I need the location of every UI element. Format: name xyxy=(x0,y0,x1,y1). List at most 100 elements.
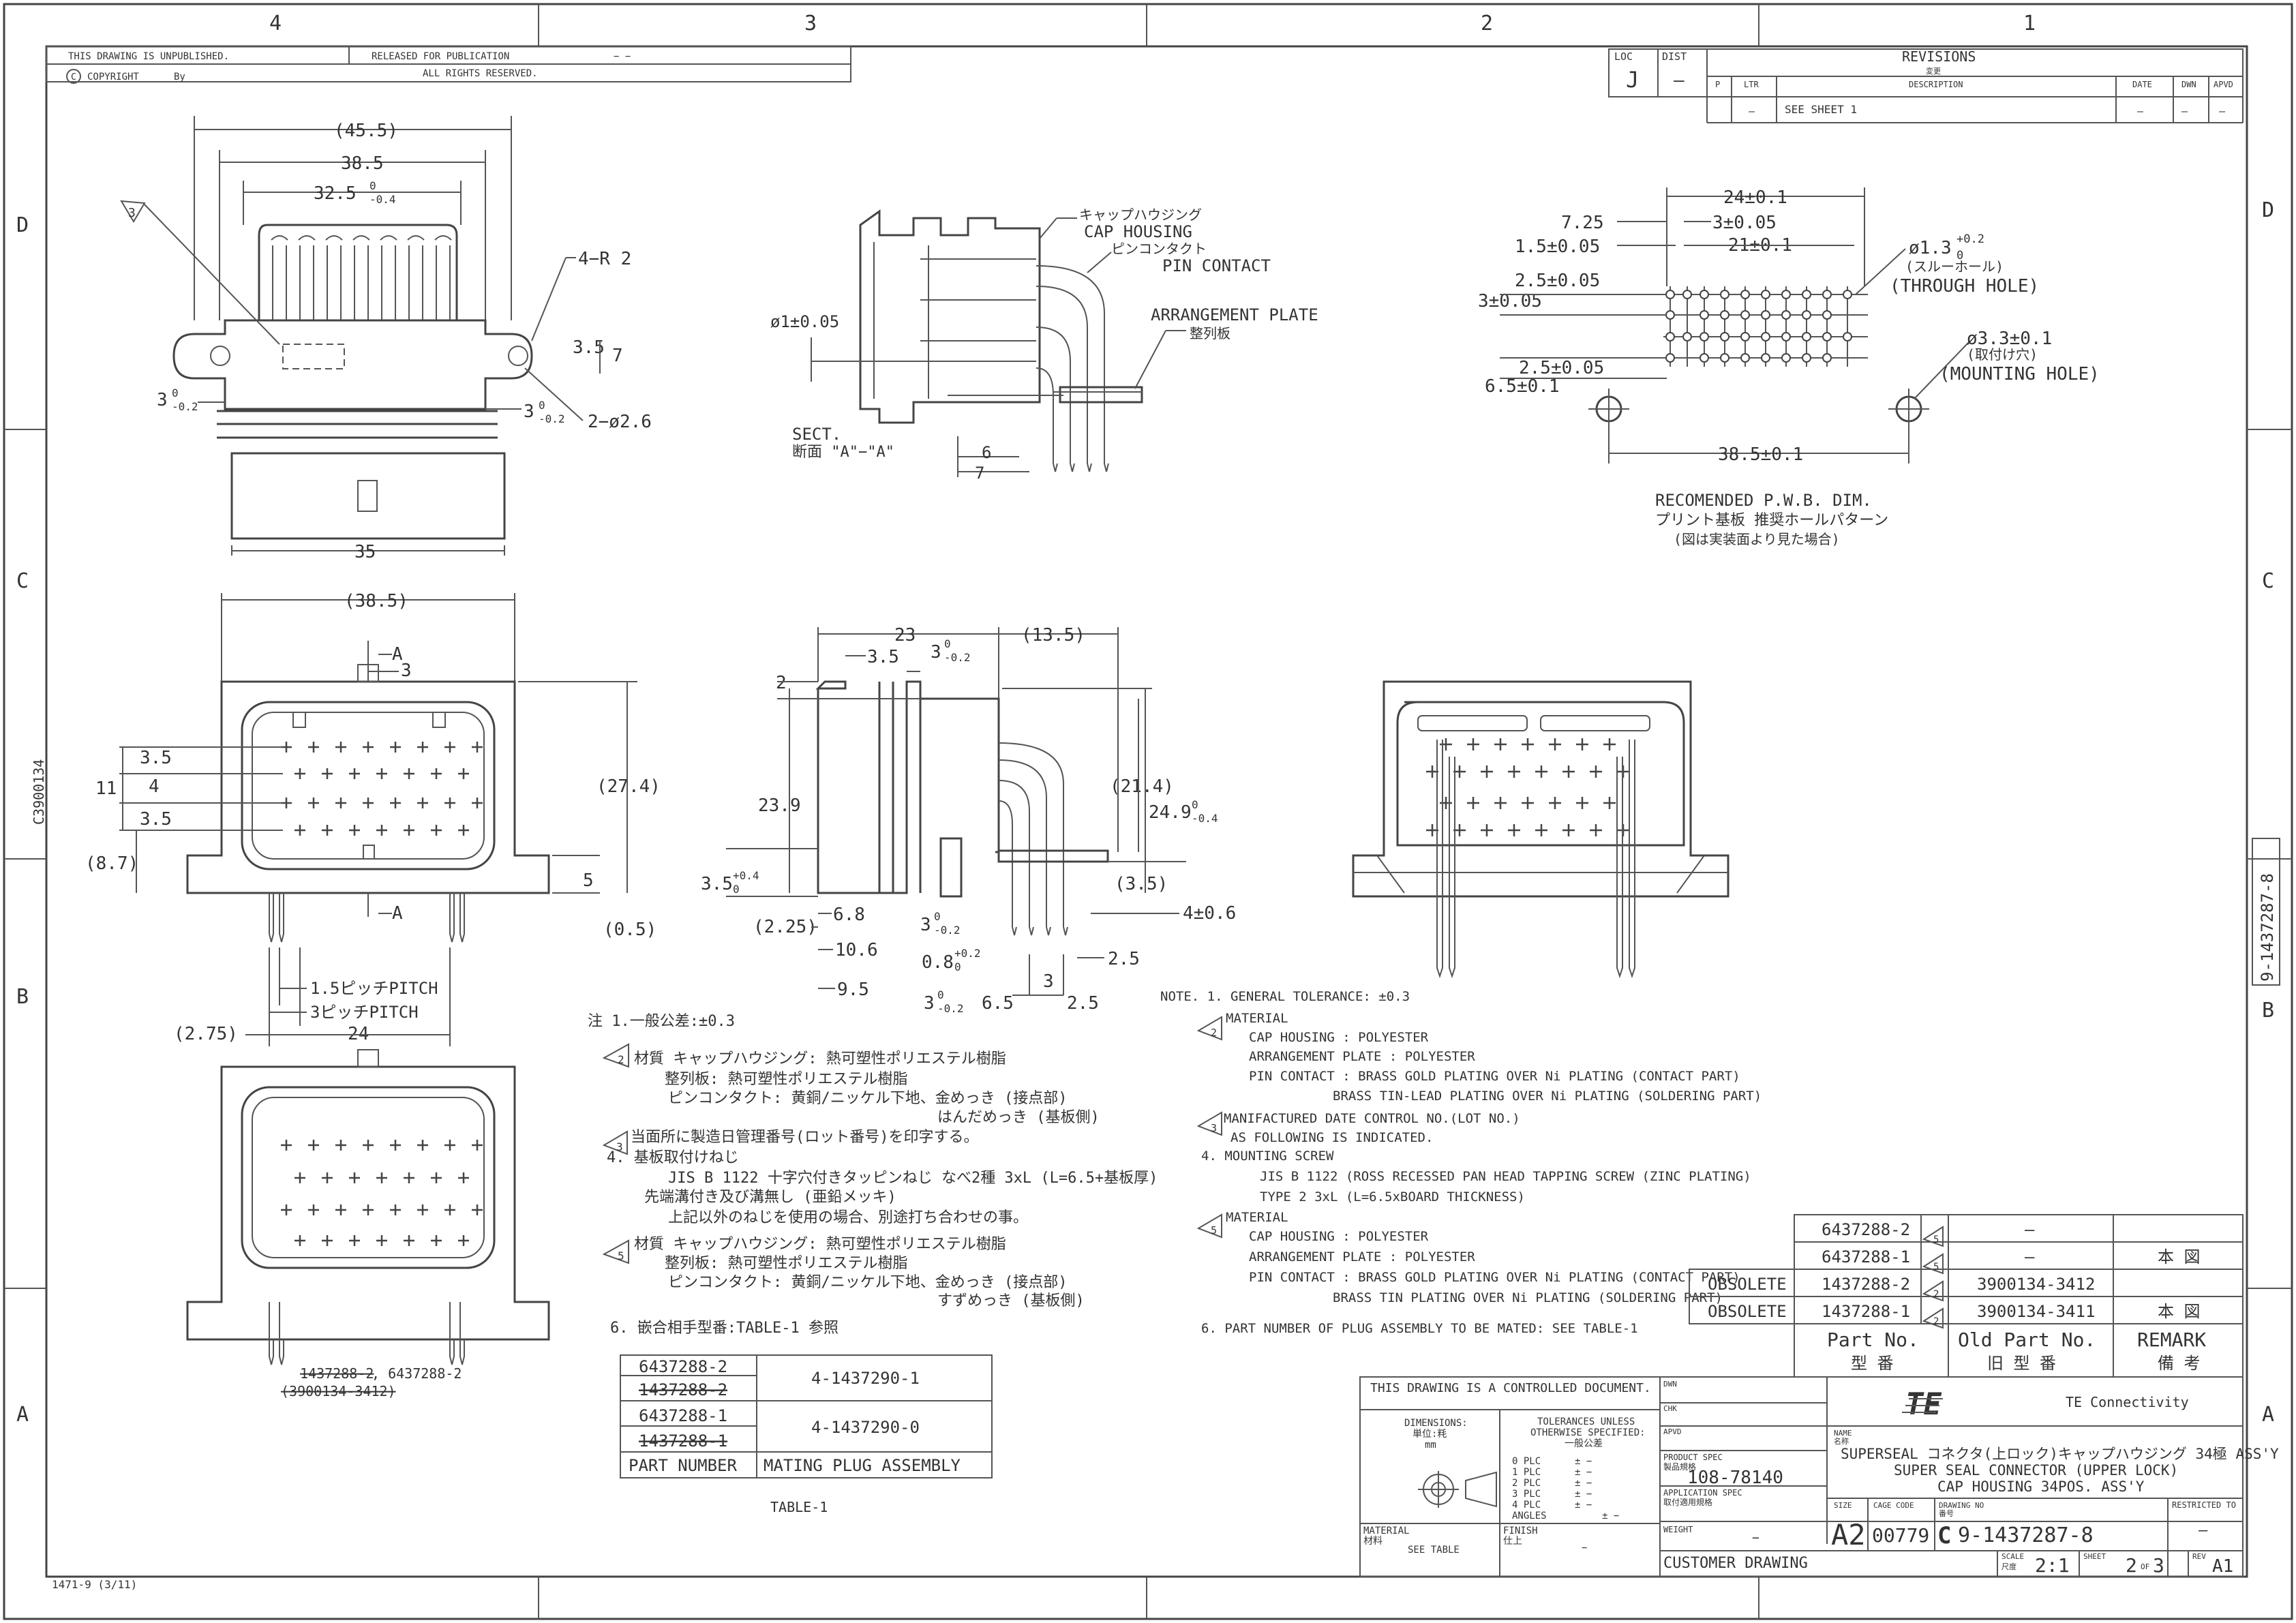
note-jp-10: 上記以外のねじを使用の場合、別途打ち合わせの事。 xyxy=(668,1209,1028,1226)
left-edge-code: C3900134 xyxy=(31,759,47,825)
tb-plc-val-2: ± − xyxy=(1575,1478,1592,1489)
rev-col-dwn: DWN xyxy=(2181,80,2196,89)
parts-row4-remark: 本 図 xyxy=(2158,1302,2200,1321)
by-text: By xyxy=(174,72,185,82)
bottom-caption-sub: (3900134-3412) xyxy=(281,1383,396,1399)
table-1: 6437288-2 1437288-2 6437288-1 1437288-1 … xyxy=(620,1354,993,1515)
parts-row2-old: — xyxy=(2025,1247,2035,1266)
parts-row2-mark: 5 xyxy=(1933,1262,1939,1273)
front-dim-11: 11 xyxy=(95,778,117,799)
parts-row3-status: OBSOLETE xyxy=(1708,1275,1787,1294)
front-dim-3: 3 xyxy=(401,661,412,681)
copyright-text: COPYRIGHT xyxy=(87,72,139,82)
front-dim-0-5: (0.5) xyxy=(603,920,656,940)
svg-text:0: 0 xyxy=(172,386,179,399)
note-en-7: MANIFACTURED DATE CONTROL NO.(LOT NO.) xyxy=(1224,1111,1520,1126)
note-en-5: PIN CONTACT : BRASS GOLD PLATING OVER Ni… xyxy=(1249,1069,1740,1084)
parts-row3-mark: 2 xyxy=(1933,1289,1939,1300)
svg-text:+0.2: +0.2 xyxy=(954,947,981,960)
bottom-pin-grid xyxy=(281,1140,483,1246)
svg-text:0: 0 xyxy=(733,883,740,896)
parts-row4-status: OBSOLETE xyxy=(1708,1302,1787,1321)
tb-plc-2: 2 PLC xyxy=(1512,1478,1541,1489)
dist-label: DIST xyxy=(1662,50,1687,63)
tb-plc-0: 0 PLC xyxy=(1512,1456,1541,1467)
note-jp-mark-5: 5 xyxy=(618,1249,624,1262)
front-pin-grid xyxy=(281,742,483,836)
label-cap-housing: CAP HOUSING xyxy=(1084,222,1192,241)
tb-rev: A1 xyxy=(2212,1556,2233,1577)
side-dim-2-5b: 2.5 xyxy=(1067,993,1099,1014)
note-en-1: NOTE. 1. GENERAL TOLERANCE: ±0.3 xyxy=(1160,989,1410,1004)
note-jp-5: はんだめっき (基板側) xyxy=(937,1109,1100,1126)
note-en-mark-3: 3 xyxy=(1211,1122,1217,1134)
note-en-16: BRASS TIN PLATING OVER Ni PLATING (SOLDE… xyxy=(1333,1290,1723,1305)
front-section-a-top: A xyxy=(392,644,403,665)
side-dim-6-8: 6.8 xyxy=(833,905,865,925)
projection-symbol xyxy=(1418,1471,1497,1508)
pwb-pattern: 24±0.1 7.25 3±0.05 1.5±0.05 21±0.1 ø1.3 … xyxy=(1478,187,2100,547)
dist-value: — xyxy=(1674,70,1685,91)
pwb-caption-1: RECOMENDED P.W.B. DIM. xyxy=(1655,491,1872,510)
unpublished-text: THIS DRAWING IS UNPUBLISHED. xyxy=(68,51,229,62)
bottom-caption-struck: 1437288-2 xyxy=(300,1365,374,1382)
note-jp-4: ピンコンタクト: 黄銅/ニッケル下地、金めっき (接点部) xyxy=(668,1090,1067,1107)
bottom-view: 1437288-2 , 6437288-2 (3900134-3412) xyxy=(186,1049,550,1399)
rev-row-description: SEE SHEET 1 xyxy=(1785,103,1857,116)
tb-name-jp: 名称 xyxy=(1834,1436,1849,1446)
table1-header-plug: MATING PLUG ASSEMBLY xyxy=(764,1456,961,1475)
pwb-mounting-hole: ø3.3±0.1 xyxy=(1967,329,2052,349)
note-en-8: AS FOLLOWING IS INDICATED. xyxy=(1230,1130,1433,1145)
top-pin-rows xyxy=(271,235,452,320)
rear-pin-grid xyxy=(1426,738,1629,836)
side-dim-3-5c: (3.5) xyxy=(1115,874,1168,894)
tb-sheet-label: SHEET xyxy=(2083,1552,2106,1561)
side-dim-3: 3 xyxy=(931,642,941,663)
label-cap-housing-jp: キャップハウジング xyxy=(1079,207,1202,223)
pwb-dim-7-25: 7.25 xyxy=(1561,213,1604,233)
svg-text:-0.2: -0.2 xyxy=(172,400,198,413)
zone-left-b: B xyxy=(16,985,29,1009)
table1-part-3: 6437288-1 xyxy=(639,1406,727,1425)
front-dim-27-4: (27.4) xyxy=(596,776,661,797)
table1-part-1: 6437288-2 xyxy=(639,1357,727,1376)
tb-plc-3: 3 PLC xyxy=(1512,1489,1541,1500)
dim-7-sect: 7 xyxy=(975,464,984,483)
tb-scale-label: SCALE xyxy=(2002,1552,2024,1561)
zone-top-1: 1 xyxy=(2023,12,2036,35)
table1-part-2: 1437288-2 xyxy=(639,1380,727,1399)
tb-plc-val-4: ± − xyxy=(1575,1500,1592,1511)
front-dim-38-5: (38.5) xyxy=(344,591,408,611)
tb-drawing-no-c: C xyxy=(1937,1522,1951,1549)
tb-application-spec: APPLICATION SPEC xyxy=(1663,1488,1742,1498)
tb-cage-label: CAGE CODE xyxy=(1873,1501,1914,1510)
svg-text:-0.2: -0.2 xyxy=(934,924,961,937)
front-pitch-1-5: 1.5ピッチPITCH xyxy=(310,979,438,998)
parts-row1-part: 6437288-2 xyxy=(1822,1220,1910,1239)
label-sect-jp: 断面 "A"−"A" xyxy=(792,444,894,461)
publication-block: THIS DRAWING IS UNPUBLISHED. RELEASED FO… xyxy=(46,46,851,84)
pwb-caption-2: プリント基板 推奨ホールパターン xyxy=(1655,512,1888,529)
side-drawing-number: 9-1437287-8 xyxy=(2258,873,2277,982)
label-pin-contact-jp: ピンコンタクト xyxy=(1111,241,1207,257)
dim-3-left: 3 xyxy=(157,390,168,410)
tb-plc-1: 1 PLC xyxy=(1512,1467,1541,1478)
table1-plug-1: 4-1437290-1 xyxy=(811,1369,920,1388)
tb-plc-angles: ANGLES xyxy=(1512,1511,1547,1521)
tb-dimensions: DIMENSIONS: xyxy=(1404,1418,1468,1429)
pwb-dim-2-5b: 2.5±0.05 xyxy=(1519,358,1604,378)
zone-left-d: D xyxy=(16,213,29,237)
tb-weight-value: − xyxy=(1752,1531,1759,1545)
tb-size: A2 xyxy=(1831,1518,1866,1551)
table1-caption: TABLE-1 xyxy=(770,1499,828,1515)
pwb-hole-grid xyxy=(1663,286,1868,367)
front-dim-8-7: (8.7) xyxy=(85,853,138,874)
tb-sheet-of: OF xyxy=(2141,1562,2149,1571)
note-jp-6: 当面所に製造日管理番号(ロット番号)を印字する。 xyxy=(631,1129,979,1146)
front-dim-2-75: (2.75) xyxy=(174,1024,238,1044)
pwb-dim-6-5: 6.5±0.1 xyxy=(1485,376,1560,397)
pwb-caption-3: (図は実装面より見た場合) xyxy=(1674,531,1840,547)
tb-cage: 00779 xyxy=(1872,1524,1929,1547)
note-en-13: CAP HOUSING : POLYESTER xyxy=(1249,1229,1429,1244)
tb-plc-4: 4 PLC xyxy=(1512,1500,1541,1511)
